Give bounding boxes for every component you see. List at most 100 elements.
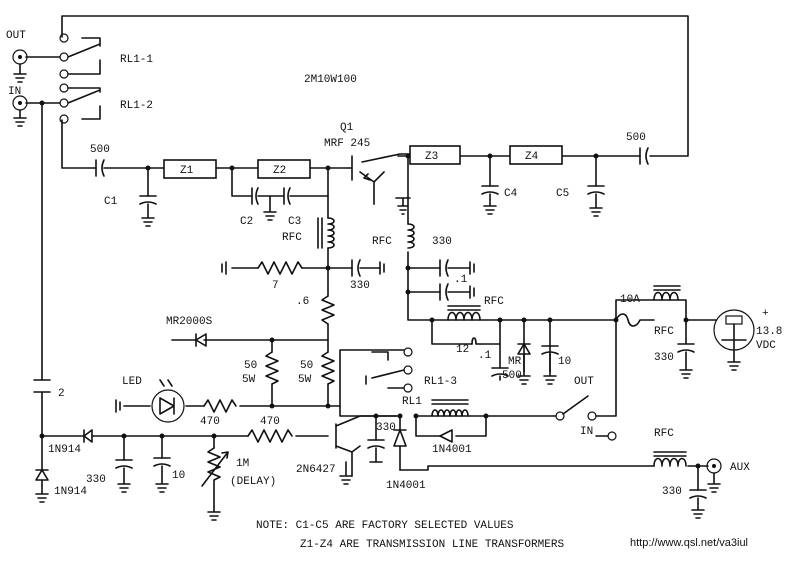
label-c3: C3 — [288, 216, 301, 228]
label-in-connector: IN — [8, 86, 21, 98]
label-r470-b: 470 — [260, 416, 280, 428]
z2-box — [257, 159, 311, 179]
c1-shunt — [139, 195, 157, 227]
label-rfc-a: RFC — [282, 232, 302, 244]
label-cap-10-a: 10 — [172, 470, 185, 482]
label-z1: Z1 — [180, 165, 194, 177]
label-1n914-b: 1N914 — [54, 486, 87, 498]
power-jack-13-8vdc — [687, 309, 755, 371]
cap-10-supply — [541, 345, 559, 385]
label-1n4001-a: 1N4001 — [432, 444, 472, 456]
label-fuse: 10A — [620, 294, 640, 306]
cap-330-bottom — [115, 459, 133, 493]
label-rfc-d: RFC — [654, 326, 674, 338]
label-cap-12: 12 — [456, 344, 469, 356]
label-1n4001-b: 1N4001 — [386, 480, 426, 492]
rfc-collector — [407, 223, 415, 249]
label-r50a-val: 50 — [244, 360, 257, 372]
label-cap-2: 2 — [58, 388, 65, 400]
label-c2: C2 — [240, 216, 253, 228]
label-relay2: RL1-2 — [120, 100, 153, 112]
diode-1n4001-coil — [439, 429, 453, 443]
out-in-switch — [555, 395, 617, 441]
label-relay1: RL1-1 — [120, 54, 153, 66]
c4-shunt — [481, 185, 499, 215]
label-pot-1m: 1M — [236, 458, 249, 470]
diode-1n4001-shunt — [393, 429, 407, 447]
rfc-base — [317, 217, 335, 249]
label-rfc-e: RFC — [654, 428, 674, 440]
label-cap-in: 500 — [90, 144, 110, 156]
label-switch-in: IN — [580, 426, 593, 438]
rfc-supply — [447, 305, 481, 345]
input-cap-500 — [95, 159, 105, 177]
pot-1m-delay — [201, 447, 229, 521]
resistor-7 — [221, 261, 303, 275]
cap-330-bias — [351, 259, 385, 277]
fuse-10a — [615, 313, 655, 327]
c5-shunt — [587, 185, 605, 217]
cap-10-bottom — [153, 457, 171, 493]
label-relay-coil: RL1 — [402, 396, 422, 408]
resistor-470-left — [203, 399, 237, 413]
label-r7: 7 — [272, 280, 279, 292]
label-cap-point1-b: .1 — [478, 350, 492, 362]
rfc-aux — [653, 451, 687, 467]
cap-12-supply — [491, 367, 509, 381]
label-rfc-c: RFC — [484, 296, 504, 308]
label-led: LED — [122, 376, 142, 388]
diode-mr2000s — [195, 333, 207, 347]
label-q1-ref: Q1 — [340, 122, 354, 134]
rf-path-wiring — [25, 15, 709, 491]
cap-point1-bypass — [439, 283, 475, 301]
aux-connector — [706, 458, 722, 493]
label-plus-sign: + — [762, 308, 769, 320]
relay-coil-rl1 — [431, 399, 469, 417]
resistor-50-left — [265, 351, 279, 385]
label-aux: AUX — [730, 462, 750, 474]
out-connector — [12, 49, 28, 83]
label-z3: Z3 — [425, 151, 438, 163]
relay-rl1-1 — [59, 33, 101, 79]
label-r50b-watt: 5W — [298, 374, 312, 386]
label-r50b-val: 50 — [300, 360, 313, 372]
label-mr500-b: 500 — [502, 370, 522, 382]
cap-330-bypass — [439, 259, 475, 277]
label-z4: Z4 — [525, 151, 539, 163]
label-cap-330-e: 330 — [654, 352, 674, 364]
c2-c3-pair — [251, 187, 291, 221]
note-line-1: NOTE: C1-C5 ARE FACTORY SELECTED VALUES — [256, 520, 514, 532]
label-1n914-a: 1N914 — [48, 444, 81, 456]
in-connector — [12, 95, 28, 127]
z1-box — [163, 159, 217, 179]
resistor-50-right — [321, 351, 335, 385]
z4-box — [509, 145, 563, 165]
resistor-point6 — [321, 295, 335, 325]
label-vdc-value: 13.8 — [756, 326, 782, 338]
label-relay3: RL1-3 — [424, 376, 457, 388]
label-cap-330-a: 330 — [432, 236, 452, 248]
note-line-2: Z1-Z4 ARE TRANSMISSION LINE TRANSFORMERS — [300, 539, 564, 551]
label-c1: C1 — [104, 196, 118, 208]
led-indicator — [115, 379, 185, 423]
label-delay: (DELAY) — [230, 476, 276, 488]
label-cap-330-b: 330 — [350, 280, 370, 292]
relay-rl1-3 — [365, 347, 413, 393]
label-switch-out: OUT — [574, 376, 594, 388]
transistor-2n6427 — [335, 423, 353, 485]
label-r50a-watt: 5W — [242, 374, 256, 386]
cap-330-power — [677, 323, 695, 379]
cap-330-aux — [689, 489, 707, 519]
label-q1-part: MRF 245 — [324, 138, 370, 150]
label-c5: C5 — [556, 188, 569, 200]
label-vdc-unit: VDC — [756, 340, 776, 352]
label-cap-point1: .1 — [454, 274, 468, 286]
cap-330-collector — [367, 439, 385, 463]
label-model: 2M10W100 — [304, 74, 357, 86]
zener-mr500 — [517, 343, 531, 385]
label-cap-10-b: 10 — [558, 356, 571, 368]
label-c4: C4 — [504, 188, 518, 200]
label-mr2000s: MR2000S — [166, 316, 213, 328]
diode-1n914-series — [83, 429, 93, 443]
